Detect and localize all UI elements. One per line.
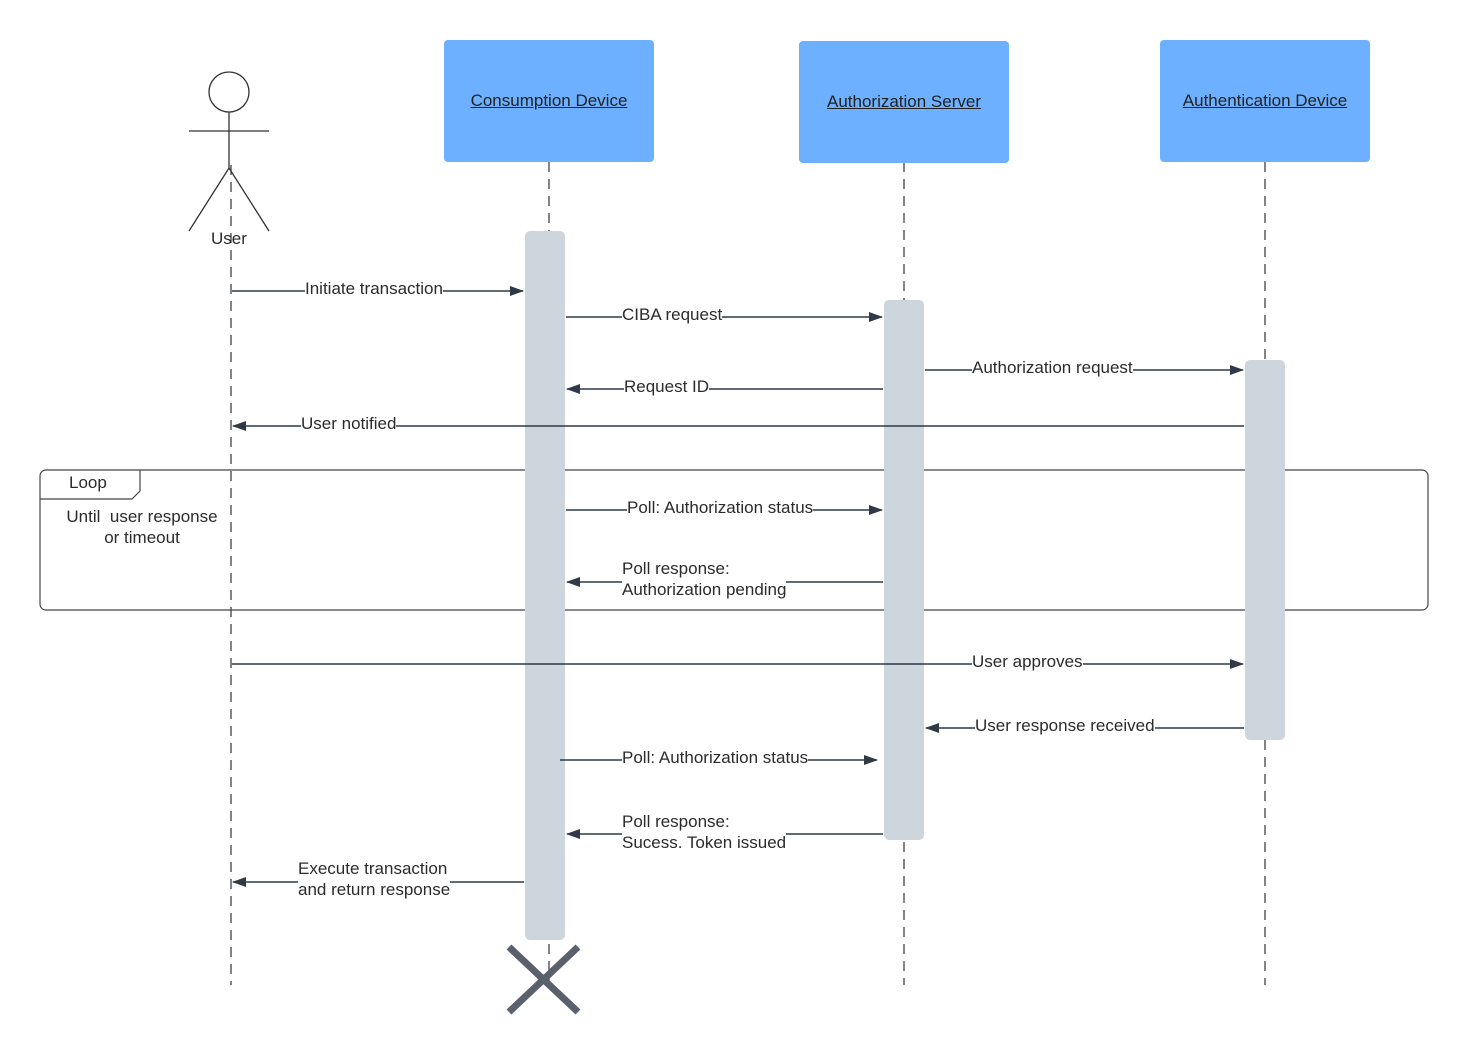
consumption-activation [525, 231, 565, 940]
participant-consumption-device[interactable]: Consumption Device [444, 40, 654, 162]
msg-execute-line1: Execute transaction [298, 859, 448, 878]
user-actor-label: User [211, 229, 247, 248]
participant-authentication-device[interactable]: Authentication Device [1160, 40, 1370, 162]
msg-user-notified-label: User notified [301, 413, 397, 434]
loop-condition-line1: Until user response [66, 507, 218, 526]
msg-request-id-label: Request ID [624, 376, 710, 397]
msg-poll-response-2-label: Poll response: Sucess. Token issued [622, 811, 787, 853]
loop-tag-label: Loop [69, 473, 107, 492]
msg-poll-response-2-line2: Sucess. Token issued [622, 833, 787, 852]
msg-poll-response-1-label: Poll response: Authorization pending [622, 558, 787, 600]
msg-execute-label: Execute transaction and return response [298, 858, 451, 900]
msg-execute-line2: and return response [298, 880, 451, 899]
loop-condition: Until user response or timeout [52, 506, 232, 548]
destroy-x-icon [506, 944, 581, 1015]
authentication-activation [1245, 360, 1285, 740]
msg-authz-request-label: Authorization request [972, 357, 1133, 378]
msg-ciba-label: CIBA request [622, 304, 723, 325]
participant-authorization-label: Authorization Server [826, 92, 982, 111]
loop-frame [39, 469, 1429, 611]
msg-initiate-label: Initiate transaction [305, 278, 443, 299]
authorization-activation [884, 300, 924, 840]
msg-poll-response-1-line2: Authorization pending [622, 580, 787, 599]
participant-authentication-label: Authentication Device [1182, 91, 1348, 110]
msg-poll-2-label: Poll: Authorization status [622, 747, 809, 768]
participant-authorization-server[interactable]: Authorization Server [799, 41, 1009, 163]
msg-poll-response-1-line1: Poll response: [622, 559, 730, 578]
participant-consumption-label: Consumption Device [470, 91, 628, 110]
msg-poll-1-label: Poll: Authorization status [627, 497, 814, 518]
loop-tag-box [40, 470, 141, 500]
msg-user-approves-label: User approves [972, 651, 1083, 672]
msg-user-response-received-label: User response received [975, 715, 1155, 736]
loop-condition-line2: or timeout [104, 528, 180, 547]
msg-poll-response-2-line1: Poll response: [622, 812, 730, 831]
user-actor-icon [188, 71, 270, 232]
